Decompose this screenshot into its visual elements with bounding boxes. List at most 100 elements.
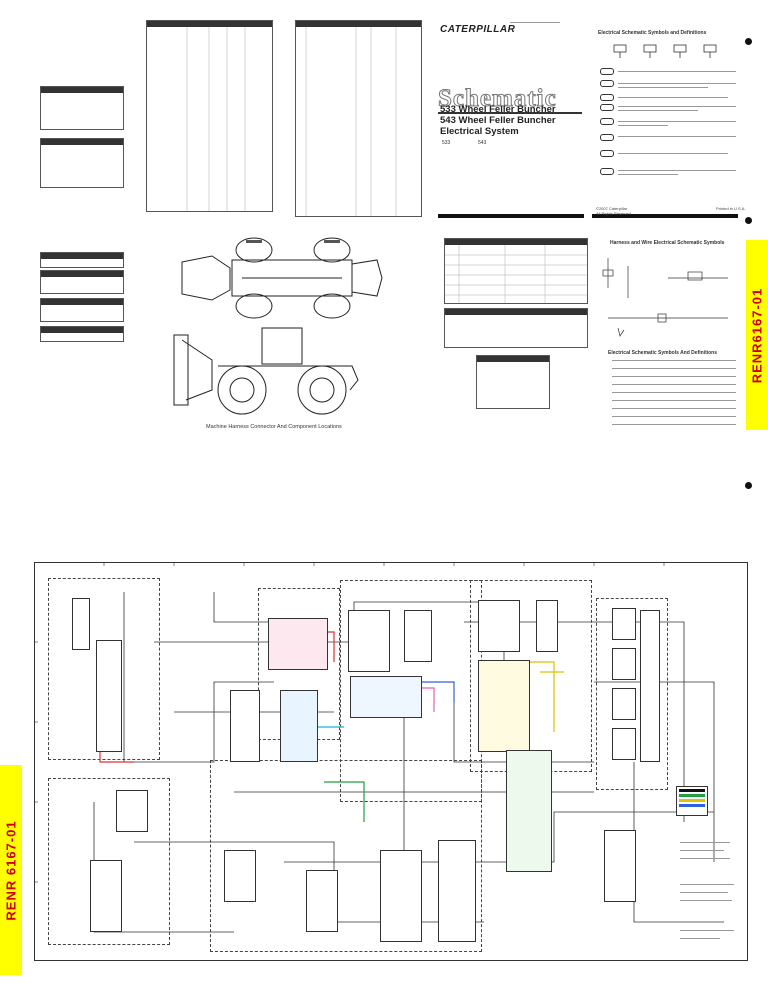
table-header: [445, 309, 587, 315]
connector-block: [306, 870, 338, 932]
definition-line: [612, 376, 736, 377]
table-header: [41, 87, 123, 93]
connector-block: [280, 690, 318, 762]
note-line: [680, 892, 728, 893]
locations-caption: Machine Harness Connector And Component …: [206, 424, 342, 430]
connector-location-table: [40, 138, 124, 188]
note-line: [680, 858, 730, 859]
connector-block: [478, 660, 530, 752]
level-switch-icon: [600, 104, 614, 111]
document-number-tab-bottom: RENR 6167-01: [0, 765, 22, 975]
definition-line: [618, 174, 678, 175]
connector-block: [604, 830, 636, 902]
legend-swatch: [679, 789, 705, 792]
connector-block: [612, 688, 636, 720]
connector-block: [506, 750, 552, 872]
document-number-text-bottom: RENR 6167-01: [3, 819, 19, 921]
schematic-title: Schematic: [438, 85, 557, 113]
serial-label-543: 543: [478, 140, 487, 146]
connector-block: [640, 610, 660, 762]
definition-line: [618, 106, 736, 107]
harness-heading: Harness and Wire Electrical Schematic Sy…: [610, 240, 725, 246]
document-number-text: RENR6167-01: [749, 287, 765, 383]
definition-line: [612, 424, 736, 425]
connector-block: [350, 676, 422, 718]
harness-index-table-1: [146, 20, 273, 212]
schematic-frame-ticks: [34, 562, 665, 883]
machine-line-3: Electrical System: [440, 126, 519, 137]
title-bottom-bar: [438, 214, 584, 218]
table-grid: [445, 245, 587, 303]
yellow-wire: [530, 661, 555, 732]
machine-side-view: [173, 327, 359, 415]
definition-line: [618, 121, 736, 122]
sender-icon: [600, 118, 614, 125]
connector-block: [438, 840, 476, 942]
definition-line: [612, 360, 736, 361]
binder-hole-1: [745, 38, 752, 45]
definition-line: [618, 87, 708, 88]
sensor-table: [444, 308, 588, 348]
symbol-icons-row: [613, 44, 717, 58]
diagnostic-code-table: [444, 238, 588, 304]
definition-line: [612, 392, 736, 393]
schematic-frame: [34, 562, 748, 961]
connector-block: [224, 850, 256, 902]
note-line: [680, 900, 732, 901]
connector-block: [404, 610, 432, 662]
legend-swatch: [679, 794, 705, 797]
connector-block: [612, 608, 636, 640]
definition-line: [618, 170, 736, 171]
note-line: [680, 842, 730, 843]
table-header: [41, 327, 123, 333]
printed-text: Printed in U.S.A.: [716, 206, 746, 211]
machine-line-2: 543 Wheel Feller Buncher: [440, 115, 556, 126]
connector-block: [268, 618, 328, 670]
definitions-heading: Electrical Schematic Symbols And Definit…: [608, 350, 718, 356]
connector-block: [72, 598, 90, 650]
component-location-table: [40, 86, 124, 130]
connector-block: [478, 600, 520, 652]
definition-line: [618, 125, 668, 126]
pressure-switch-icon: [600, 68, 614, 75]
harness-group-right: [596, 598, 668, 790]
note-line: [680, 884, 734, 885]
connector-block: [612, 648, 636, 680]
definition-line: [618, 83, 736, 84]
note-line: [680, 850, 724, 851]
definition-line: [618, 110, 698, 111]
harness-summary-table-4: [40, 326, 124, 342]
connector-block: [230, 690, 260, 762]
legend-swatch: [679, 804, 705, 807]
title-bottom-bar-right: [592, 214, 738, 218]
legend-swatch: [679, 799, 705, 802]
ground-icon: [600, 168, 614, 175]
note-line: [680, 938, 720, 939]
harness-summary-table-1: [40, 252, 124, 268]
table-header: [41, 299, 123, 305]
title-rule: [438, 112, 582, 114]
ground-icon: [600, 150, 614, 157]
connector-block: [96, 640, 122, 752]
definition-line: [618, 71, 736, 72]
definition-line: [612, 408, 736, 409]
green-wire: [324, 781, 365, 822]
binder-hole-3: [745, 482, 752, 489]
harness-group-left: [48, 578, 160, 760]
definition-line: [612, 416, 736, 417]
definition-line: [612, 368, 736, 369]
harness-summary-table-2: [40, 270, 124, 294]
table-header: [296, 21, 421, 27]
note-line: [680, 930, 734, 931]
definition-line: [618, 153, 728, 154]
table-header: [41, 253, 123, 259]
table-header: [445, 239, 587, 245]
temperature-switch-icon: [600, 94, 614, 101]
document-number-tab: RENR6167-01: [746, 240, 768, 430]
harness-index-table-2: [295, 20, 422, 217]
wire-color-legend: [676, 786, 708, 816]
definition-line: [618, 97, 728, 98]
machine-line-1: 533 Wheel Feller Buncher: [440, 104, 556, 115]
table-grid: [186, 27, 246, 211]
table-grid: [305, 27, 397, 216]
